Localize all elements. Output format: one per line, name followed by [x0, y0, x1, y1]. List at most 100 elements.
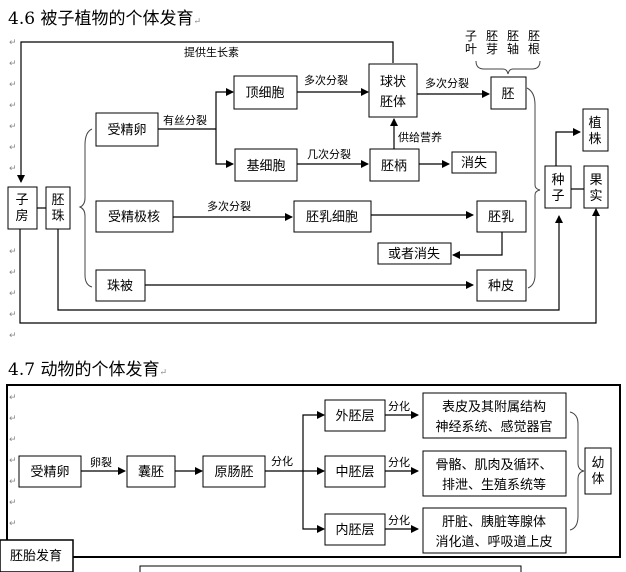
ovule-label-char: 胚 — [51, 193, 64, 208]
plant-braces — [78, 60, 541, 289]
multi-div-label-2: 多次分裂 — [425, 76, 469, 90]
ovary-label: 子房 — [15, 193, 28, 224]
paragraph-mark: ↵ — [193, 17, 201, 27]
ovule-box — [45, 186, 71, 230]
paragraph-mark: ↵ — [9, 477, 17, 487]
globular-label-1: 球状 — [380, 75, 406, 90]
basal-box — [234, 148, 298, 182]
disappear-box — [451, 151, 497, 174]
embryo-parts-brace — [475, 60, 541, 75]
ovule-brace — [78, 128, 93, 288]
ecto-box — [324, 399, 386, 432]
juvenile-box — [584, 447, 612, 495]
a-zygote-box — [18, 455, 82, 488]
seed-coat-box — [476, 269, 527, 302]
embryo-box — [490, 76, 527, 110]
embryo-part-hypocotyl-1: 胚 — [507, 29, 519, 43]
polar-box — [95, 200, 174, 233]
frame-label: 胚胎发育 — [10, 548, 62, 564]
endo-result-box — [422, 507, 567, 554]
or-disappear-label: 或者消失 — [388, 247, 440, 262]
seed-char-1: 种 — [551, 173, 564, 188]
paragraph-mark: ↵ — [9, 268, 17, 278]
plant-char-1: 植 — [588, 116, 601, 131]
blastula-label: 囊胚 — [138, 464, 164, 480]
endo-result-2: 消化道、呼吸道上皮 — [435, 535, 552, 550]
paragraph-mark: ↵ — [9, 289, 17, 299]
fruit-char-1: 果 — [589, 173, 602, 188]
paragraph-mark: ↵ — [9, 247, 17, 257]
endo-result-1: 肝脏、胰脏等腺体 — [442, 514, 546, 530]
few-div-label: 几次分裂 — [307, 147, 351, 161]
basal-label: 基细胞 — [246, 159, 285, 174]
animal-labels: 受精卵 囊胚 原肠胚 外胚层 中胚层 内胚层 表皮及其附属结构 神经系统、感觉器… — [10, 400, 605, 564]
plant-box — [582, 108, 609, 152]
embryo-part-hypocotyl-2: 轴 — [507, 41, 519, 56]
diff-label-meso: 分化 — [388, 455, 410, 469]
paragraph-mark: ↵ — [9, 101, 17, 111]
ecto-result-box — [422, 392, 567, 439]
ovary-box — [7, 186, 38, 230]
ecto-result-2: 神经系统、感觉器官 — [435, 419, 552, 435]
embryo-parts: 子 叶 胚 芽 胚 轴 胚 根 — [465, 29, 540, 56]
endo-label: 内胚层 — [335, 522, 374, 538]
meso-result-2: 排泄、生殖系统等 — [442, 477, 546, 493]
split-to-apical — [215, 88, 234, 129]
fruit-box — [583, 165, 609, 209]
diff-label-gastrula: 分化 — [271, 454, 293, 468]
endo-box — [324, 513, 386, 546]
plant-connectors — [17, 41, 600, 324]
plant-edge-labels: 提供生长素 有丝分裂 多次分裂 几次分裂 供给营养 多次分裂 多次分裂 — [163, 45, 469, 213]
section-46-title: 4.6 被子植物的个体发育↵ — [8, 4, 201, 29]
seed-to-plant — [555, 128, 581, 168]
plant-char-2: 株 — [588, 132, 601, 147]
paragraph-mark: ↵ — [9, 143, 17, 153]
auxin-label: 提供生长素 — [184, 45, 239, 59]
paragraph-mark: ↵ — [9, 435, 17, 445]
ovule-to-seed — [57, 215, 563, 311]
embryo-part-plumule-1: 胚 — [486, 29, 498, 43]
plant-boxes — [7, 63, 609, 302]
embryo-part-radicle-2: 根 — [528, 42, 540, 56]
seed-char-2: 子 — [551, 189, 564, 204]
a-zygote-label: 受精卵 — [30, 465, 69, 480]
split-to-basal — [215, 129, 234, 168]
nutrition-label: 供给营养 — [398, 130, 442, 144]
animal-frame — [6, 384, 621, 558]
paragraph-mark: ↵ — [9, 122, 17, 132]
suspensor-box — [369, 148, 420, 182]
endosperm-label: 胚乳 — [488, 210, 514, 225]
paragraph-mark: ↵ — [9, 498, 17, 508]
title-text: 4.6 被子植物的个体发育 — [8, 9, 194, 29]
ovary-label-char: 房 — [15, 208, 28, 224]
fruit-char-2: 实 — [589, 189, 602, 204]
gastrula-box — [202, 455, 266, 488]
cleavage-label: 卵裂 — [90, 456, 112, 469]
paragraph-mark: ↵ — [9, 38, 17, 48]
embryo-label: 胚 — [501, 87, 514, 102]
gastrula-label: 原肠胚 — [214, 465, 253, 480]
paragraph-mark: ↵ — [9, 80, 17, 90]
split-to-endo — [302, 471, 325, 533]
endosperm-box — [476, 200, 527, 233]
paragraph-mark: ↵ — [159, 368, 167, 378]
caption-box-partial — [139, 565, 522, 572]
meso-box — [324, 455, 386, 488]
polar-label: 受精极核 — [108, 210, 160, 225]
zygote-box — [95, 112, 159, 147]
paragraph-mark: ↵ — [9, 310, 17, 320]
ovary-label-char: 子 — [15, 193, 28, 208]
animal-edge-labels: 卵裂 分化 分化 分化 分化 — [90, 399, 410, 527]
ecto-label: 外胚层 — [335, 409, 374, 424]
diff-label-ecto: 分化 — [388, 399, 410, 413]
seed-coat-label: 种皮 — [488, 279, 514, 294]
vertical-labels: 种 子 果 实 植 株 — [551, 116, 602, 204]
ovule-label-char: 珠 — [51, 209, 64, 224]
embryo-part-plumule-2: 芽 — [486, 42, 498, 56]
blastula-box — [126, 455, 176, 488]
juvenile-char-1: 幼 — [591, 456, 604, 471]
multi-div-label-3: 多次分裂 — [207, 199, 251, 213]
embryo-part-cotyledon-1: 子 — [465, 29, 477, 43]
endocell-box — [293, 200, 372, 233]
endocell-label: 胚乳细胞 — [306, 210, 358, 225]
